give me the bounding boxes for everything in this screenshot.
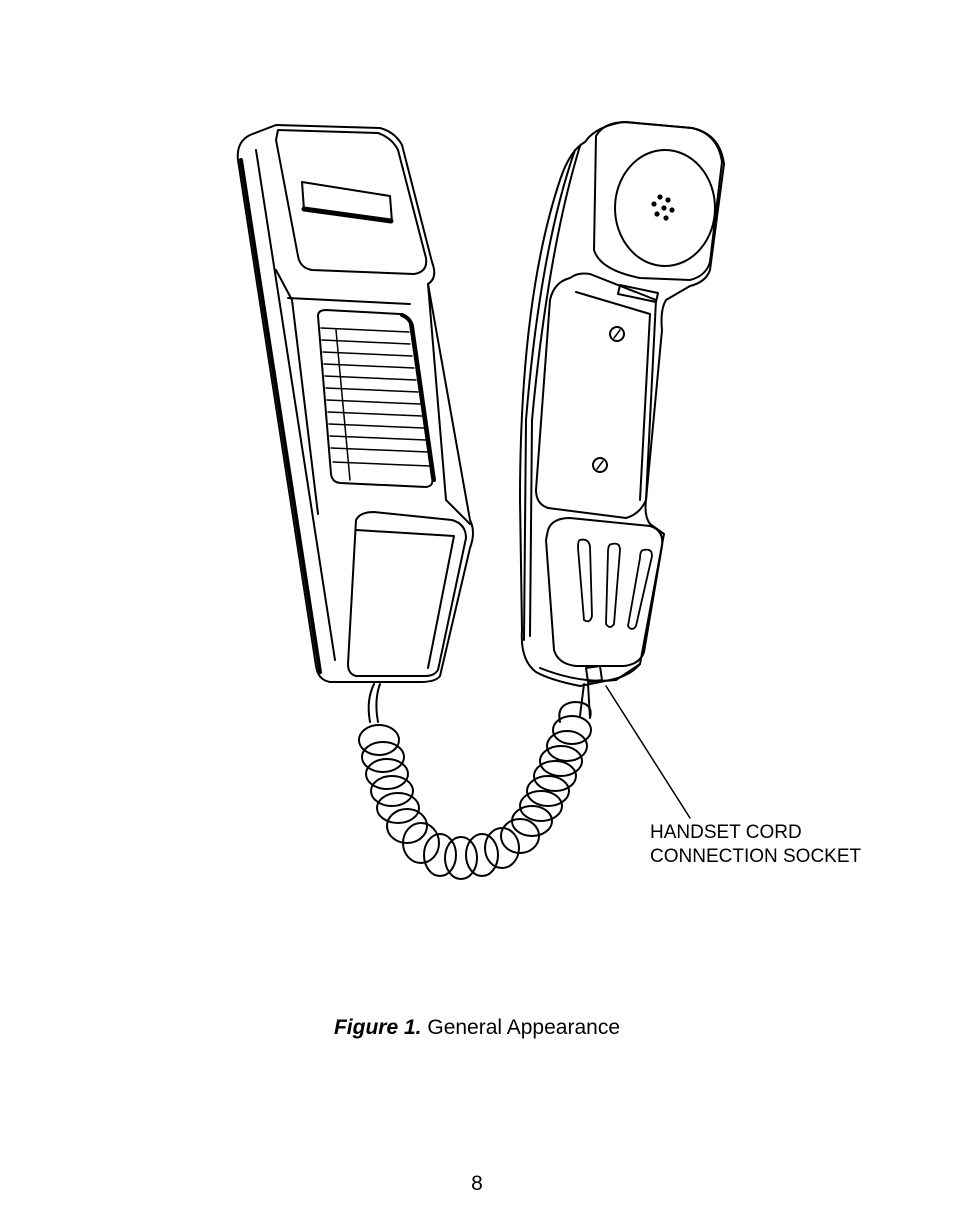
cord-straight-top bbox=[367, 683, 375, 723]
rear-body-edge-2 bbox=[529, 145, 581, 637]
front-top-recess bbox=[275, 129, 428, 275]
handset-illustration bbox=[236, 121, 725, 880]
rear-mouthpiece bbox=[545, 517, 664, 667]
front-body-inner-edge bbox=[255, 149, 336, 661]
cord-straight-top-2 bbox=[375, 683, 381, 723]
rear-screw-top bbox=[609, 326, 625, 342]
front-waist bbox=[287, 297, 411, 305]
front-keypad-panel-edge bbox=[400, 313, 436, 482]
callout-label-line-2: CONNECTION SOCKET bbox=[650, 846, 862, 867]
handset-rear-view bbox=[519, 121, 725, 687]
rear-body-edge bbox=[523, 149, 576, 641]
figure-caption: Figure 1. General Appearance bbox=[0, 1016, 954, 1040]
page-number: 8 bbox=[471, 1172, 483, 1195]
rear-speaker-grille bbox=[614, 149, 716, 267]
cord-top-loop-2 bbox=[579, 683, 585, 717]
handset-front-view bbox=[236, 124, 474, 683]
front-hook-slot-shadow bbox=[301, 206, 394, 224]
front-keypad-keys bbox=[320, 327, 431, 481]
rear-label-slot bbox=[617, 284, 659, 303]
front-body-edge bbox=[239, 158, 322, 674]
front-body-outline bbox=[236, 124, 474, 683]
callout-leader-line bbox=[605, 685, 691, 819]
rear-bottom-edge bbox=[539, 663, 641, 682]
rear-speaker-holes bbox=[651, 194, 675, 221]
rear-back-panel-inner bbox=[575, 291, 651, 501]
handset-cord-socket bbox=[585, 665, 603, 683]
rear-screw-bottom bbox=[592, 457, 608, 473]
rear-back-panel bbox=[535, 272, 657, 519]
callout-label-line-1: HANDSET CORD bbox=[650, 822, 802, 843]
rear-earpiece-cap bbox=[593, 121, 723, 281]
front-mouthpiece bbox=[347, 511, 467, 677]
front-side-rail-right bbox=[427, 283, 471, 525]
front-side-rail-left bbox=[275, 269, 319, 515]
front-mouthpiece-inner bbox=[355, 529, 455, 669]
rear-body-outline bbox=[519, 121, 725, 687]
cord-top-loop bbox=[558, 683, 592, 723]
figure-number: Figure 1. bbox=[333, 1016, 422, 1039]
figure-title: General Appearance bbox=[427, 1016, 620, 1039]
rear-mouthpiece-vents bbox=[577, 538, 653, 630]
coiled-cord bbox=[358, 683, 592, 880]
